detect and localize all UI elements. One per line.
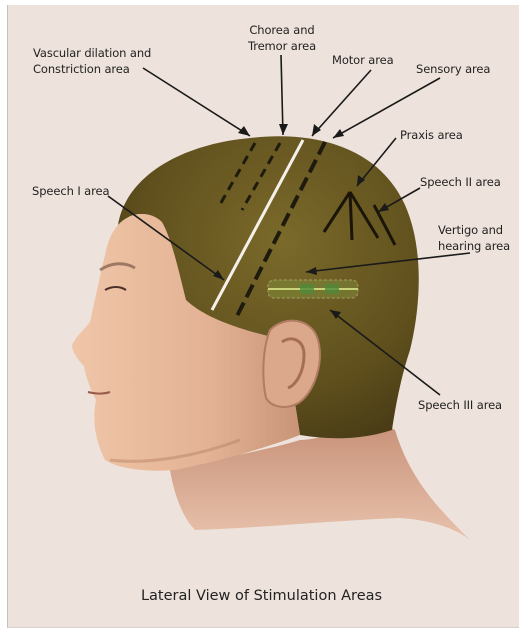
motor-leader [312, 70, 371, 136]
chorea-leader [281, 55, 283, 135]
label-speech3: Speech III area [418, 397, 502, 413]
label-vascular-line1: Vascular dilation and [33, 45, 151, 61]
figure-caption: Lateral View of Stimulation Areas [0, 588, 523, 604]
label-vascular-line2: Constriction area [33, 61, 151, 77]
label-chorea: Chorea and Tremor area [222, 22, 342, 54]
label-vertigo-line2: hearing area [438, 238, 510, 254]
label-vertigo-line1: Vertigo and [438, 222, 510, 238]
vascular-leader [143, 68, 250, 136]
label-speech2: Speech II area [420, 174, 501, 190]
label-motor: Motor area [332, 52, 394, 68]
vertigo-band [268, 280, 358, 298]
label-chorea-line1: Chorea and [222, 22, 342, 38]
label-vascular: Vascular dilation and Constriction area [33, 45, 151, 77]
label-chorea-line2: Tremor area [222, 38, 342, 54]
label-sensory: Sensory area [416, 61, 490, 77]
label-praxis: Praxis area [400, 127, 463, 143]
label-speech1: Speech I area [32, 183, 109, 199]
label-vertigo: Vertigo and hearing area [438, 222, 510, 254]
